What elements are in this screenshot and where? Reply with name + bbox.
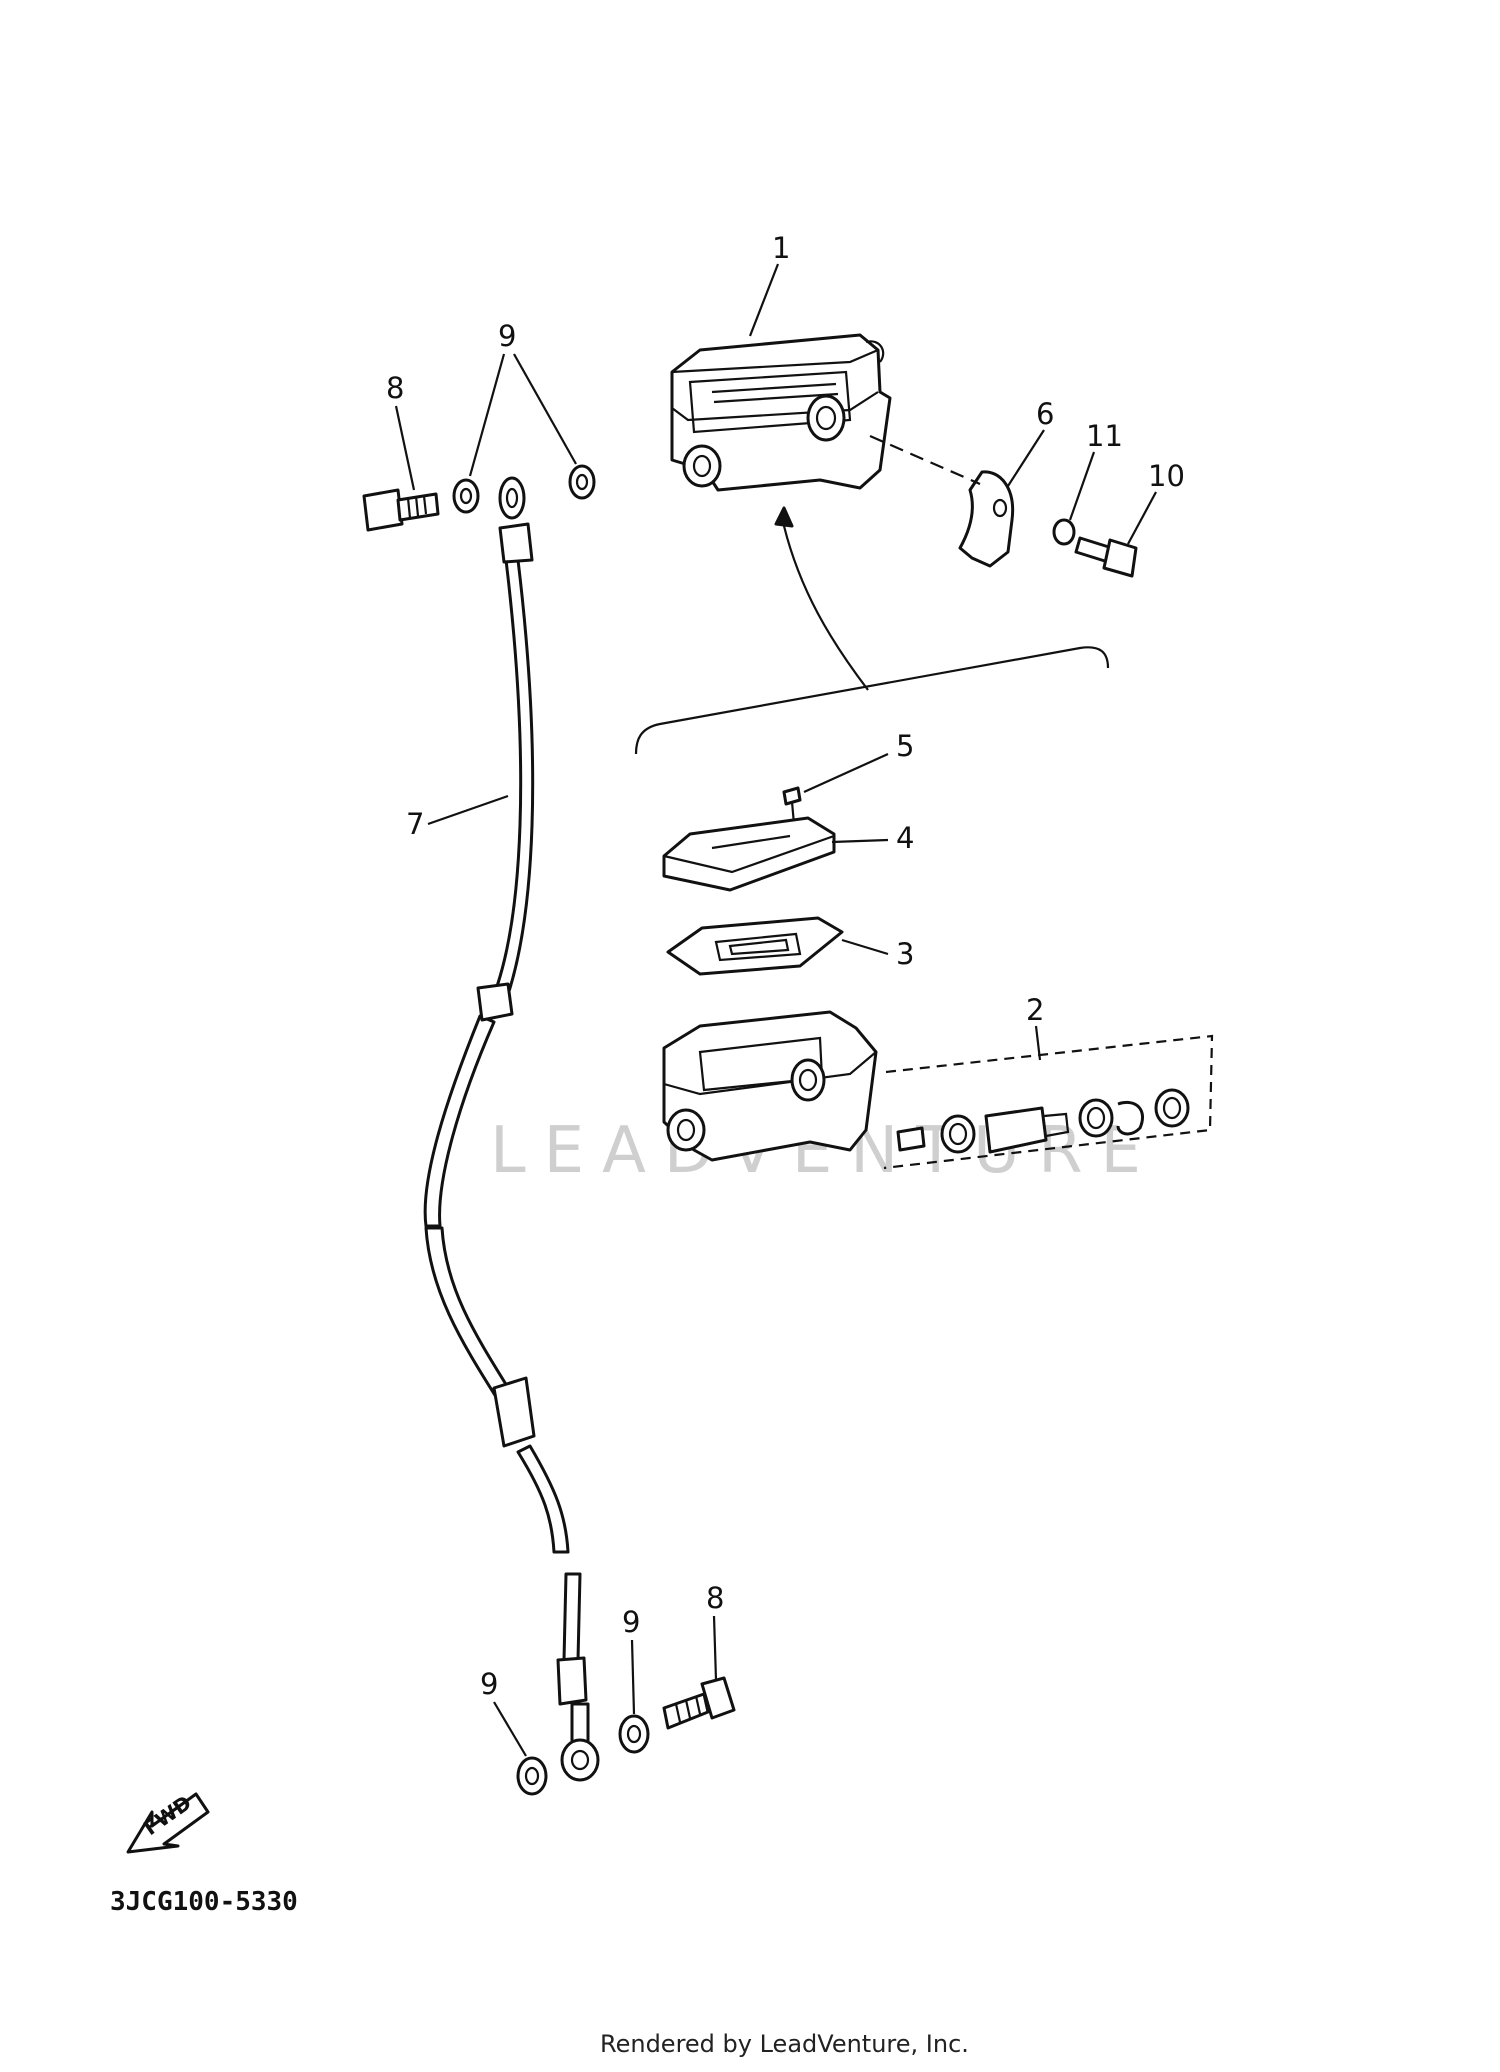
callout-8-top: 8 [386,371,404,405]
callout-11: 11 [1086,419,1123,453]
exploded-view-bracket [634,646,1110,755]
master-cylinder-assembly [670,333,892,492]
piston-kit-2 [883,1034,1214,1170]
callout-9-top: 9 [498,319,516,353]
callout-7: 7 [406,807,424,841]
diaphragm-plate-3 [666,916,844,976]
washer-9-bottom-left [516,1756,548,1796]
bolt-10 [1074,536,1138,578]
reservoir-cap-4 [662,816,836,892]
callout-9-bottom-left: 9 [480,1667,498,1701]
master-cylinder-body [662,1010,878,1162]
callout-3: 3 [896,937,914,971]
callout-9-bottom-right: 9 [622,1605,640,1639]
washer-11 [1052,518,1076,546]
fwd-arrow-icon [126,1792,210,1854]
callout-4: 4 [896,821,914,855]
washer-9-bottom-right [618,1714,650,1754]
brake-hose-7 [423,476,600,1782]
callout-8-bottom: 8 [706,1581,724,1615]
master-cylinder-holder [869,434,1015,568]
union-bolt-8-bottom [662,1676,736,1730]
washer-9-top-left [452,478,480,514]
union-bolt-8-top [362,488,440,532]
callout-10: 10 [1148,459,1185,493]
diagram-code: 3JCG100-5330 [110,1887,298,1917]
callout-1: 1 [772,231,790,265]
washer-9-top-right [568,464,596,500]
callout-6: 6 [1036,397,1054,431]
assembly-arrow [782,525,869,691]
footer-credit: Rendered by LeadVenture, Inc. [600,2030,969,2058]
callout-5: 5 [896,729,914,763]
callout-2: 2 [1026,993,1044,1027]
screw-5 [782,786,802,825]
